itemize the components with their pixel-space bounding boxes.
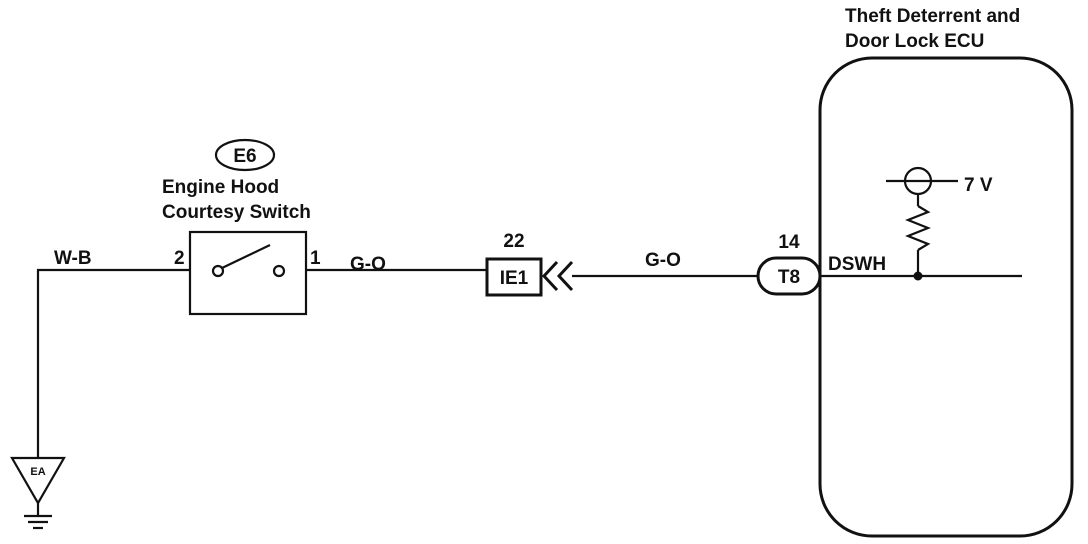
switch-name-line1: Engine Hood [162, 177, 279, 198]
ground-point-label: EA [30, 466, 45, 478]
ground-wire [36, 268, 190, 458]
supply-voltage-label: 7 V [964, 175, 993, 196]
ecu-connector-pin: 14 [778, 232, 800, 253]
switch-connector-label: E6 [233, 146, 256, 167]
switch-contact-icon [211, 244, 286, 278]
switch-connector-badge [214, 138, 276, 172]
switch-body [188, 230, 308, 316]
ecu-box [818, 56, 1074, 538]
chevron-icon-2 [556, 260, 574, 292]
switch-pin-right: 1 [310, 248, 321, 269]
ecu-title-line1: Theft Deterrent and [845, 6, 1020, 27]
ground-point-triangle [10, 456, 66, 506]
ground-icon [24, 503, 52, 530]
ground-wire-color: W-B [54, 248, 92, 269]
dswh-terminal-label: DSWH [828, 254, 886, 275]
switch-pin-left: 2 [174, 248, 185, 269]
wire-switch-to-junction-color: G-O [350, 254, 386, 275]
junction-connector-pin: 22 [503, 231, 524, 252]
ecu-internal-circuit [820, 166, 1022, 281]
junction-connector-ie1 [485, 257, 543, 297]
switch-name-line2: Courtesy Switch [162, 202, 311, 223]
ecu-title-line2: Door Lock ECU [845, 31, 984, 52]
pullup-resistor-icon [905, 205, 931, 251]
wire-junction-to-ecu-color: G-O [645, 250, 681, 271]
chevron-icon [541, 260, 559, 292]
ecu-connector-label: T8 [778, 267, 800, 288]
junction-connector-label: IE1 [500, 268, 529, 289]
